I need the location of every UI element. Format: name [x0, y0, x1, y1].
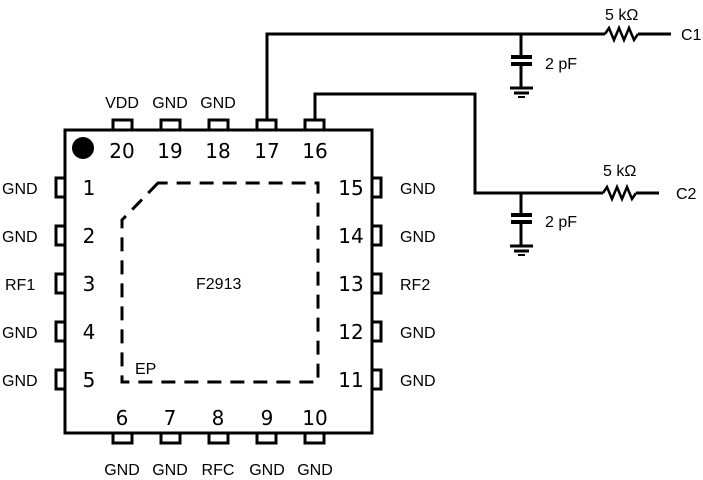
wire-pin16-c2	[313, 92, 603, 195]
pin1-indicator-dot	[72, 137, 94, 159]
pad-17	[255, 118, 278, 132]
pad-10	[303, 431, 326, 445]
pin-name-1: GND	[2, 181, 38, 198]
pin-number-6: 6	[116, 406, 129, 430]
pin-name-10: GND	[297, 462, 333, 479]
pad-9	[255, 431, 278, 445]
pin-number-12: 12	[338, 320, 363, 344]
pin-number-2: 2	[83, 224, 96, 248]
resistor-c2	[601, 183, 638, 203]
pin-name-11: GND	[400, 373, 436, 390]
pin-number-13: 13	[338, 272, 363, 296]
wire-pin17-c1	[265, 32, 605, 120]
pin-number-8: 8	[212, 406, 225, 430]
pin-number-10: 10	[302, 406, 327, 430]
pad-5	[54, 368, 67, 391]
pad-8	[207, 431, 230, 445]
pin-number-3: 3	[83, 272, 96, 296]
exposed-pad-label: EP	[135, 361, 156, 378]
pad-14	[370, 224, 383, 247]
pin-name-8: RFC	[202, 462, 235, 479]
resistor-c2-label: 5 kΩ	[603, 163, 636, 180]
capacitor-c1	[511, 34, 532, 87]
pin-name-9: GND	[249, 462, 285, 479]
pin-number-11: 11	[338, 368, 363, 392]
pin-number-5: 5	[83, 368, 96, 392]
pin-name-4: GND	[2, 325, 38, 342]
pin-name-15: GND	[400, 181, 436, 198]
pin-number-7: 7	[164, 406, 177, 430]
pin-name-14: GND	[400, 229, 436, 246]
pin-name-13: RF2	[400, 277, 430, 294]
terminal-c2-label: C2	[676, 186, 697, 203]
pad-2	[54, 224, 67, 247]
resistor-c1	[603, 24, 640, 44]
pad-7	[159, 431, 182, 445]
exposed-pad-outline	[120, 181, 320, 384]
pin-name-6: GND	[104, 462, 140, 479]
left-pads	[54, 176, 67, 391]
pin-name-2: GND	[2, 229, 38, 246]
resistor-c1-label: 5 kΩ	[605, 7, 638, 24]
pin-number-18: 18	[205, 139, 230, 163]
pin-number-14: 14	[338, 224, 363, 248]
pad-13	[370, 272, 383, 295]
pin-number-20: 20	[109, 139, 134, 163]
pin-name-5: GND	[2, 373, 38, 390]
pin-name-18: GND	[200, 95, 236, 112]
terminal-c1-label: C1	[681, 27, 702, 44]
pad-3	[54, 272, 67, 295]
pin-number-17: 17	[254, 139, 279, 163]
pad-16	[303, 118, 326, 132]
ground-icon-c2	[510, 244, 533, 256]
pin-name-3: RF1	[5, 277, 35, 294]
capacitor-c2	[511, 193, 532, 245]
capacitor-c1-label: 2 pF	[545, 56, 577, 73]
pin-number-4: 4	[83, 320, 96, 344]
bottom-pads	[111, 431, 326, 445]
pad-19	[159, 118, 182, 132]
pad-4	[54, 320, 67, 343]
right-pads	[370, 176, 383, 391]
pad-1	[54, 176, 67, 199]
pin-number-16: 16	[302, 139, 327, 163]
pad-11	[370, 368, 383, 391]
pad-12	[370, 320, 383, 343]
pin-name-19: GND	[152, 95, 188, 112]
part-number: F2913	[196, 276, 241, 293]
capacitor-c2-label: 2 pF	[545, 214, 577, 231]
pin-number-19: 19	[157, 139, 182, 163]
pad-18	[207, 118, 230, 132]
ground-icon-c1	[510, 86, 533, 98]
pin-name-12: GND	[400, 325, 436, 342]
pad-6	[111, 431, 134, 445]
pin-number-15: 15	[338, 176, 363, 200]
pin-name-20: VDD	[105, 95, 139, 112]
pad-20	[111, 118, 134, 132]
pin-number-9: 9	[261, 406, 274, 430]
pad-15	[370, 176, 383, 199]
pin-number-1: 1	[83, 176, 96, 200]
pin-name-7: GND	[152, 462, 188, 479]
